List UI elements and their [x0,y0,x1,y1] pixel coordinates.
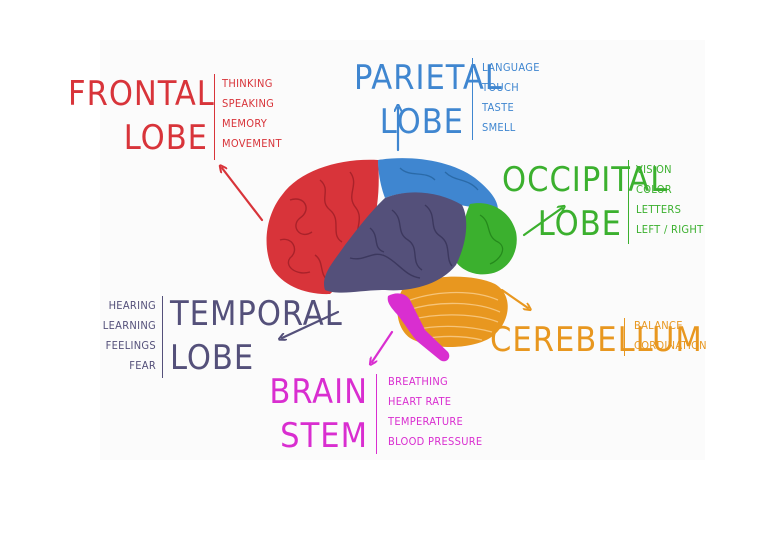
frontal-function: MOVEMENT [222,137,282,150]
cerebellum-arrow [500,288,528,308]
frontal-arrow [222,168,264,222]
cerebellum-title-line-1: CEREBELLUM [490,320,703,360]
parietal-title-line-1: PARIETAL [354,58,503,98]
cerebellum-function: BALANCE [634,319,683,332]
brain-stem-title-line-2: STEM [280,416,368,456]
brain-stem-function: BREATHING [388,375,449,388]
parietal-function: LANGUAGE [482,61,540,74]
cerebellum-functions: BALANCE CORDINATION [634,316,707,356]
frontal-function: SPEAKING [222,97,275,110]
occipital-function: VISION [636,163,672,176]
temporal-function: HEARING [108,299,156,312]
occipital-function: LEFT / RIGHT [636,223,704,236]
cerebellum-divider [624,318,625,356]
parietal-divider [472,58,473,140]
temporal-title-line-2: LOBE [170,338,255,378]
brain-stem-divider [376,374,377,454]
occipital-title-line-1: OCCIPITAL [502,160,669,200]
parietal-lobe-title: PARIETAL LOBE [354,56,503,144]
parietal-functions: LANGUAGE TOUCH TASTE SMELL [482,58,540,138]
brain-stem-region [387,293,450,362]
temporal-arrow [282,310,340,338]
brain-stem-functions: BREATHING HEART RATE TEMPERATURE BLOOD P… [388,372,482,452]
occipital-functions: VISION COLOR LETTERS LEFT / RIGHT [636,160,703,240]
occipital-title-line-2: LOBE [537,204,622,244]
parietal-title-line-2: LOBE [379,102,464,142]
temporal-function: FEAR [129,359,156,372]
temporal-functions: HEARING LEARNING FEELINGS FEAR [103,296,156,376]
brain-stem-function: HEART RATE [388,395,452,408]
parietal-function: TOUCH [482,81,519,94]
temporal-divider [162,296,163,378]
frontal-lobe-title: FRONTAL LOBE [68,72,215,160]
parietal-lobe-region [378,158,498,210]
occipital-lobe-title: OCCIPITAL LOBE [502,158,669,246]
temporal-function: LEARNING [102,319,156,332]
temporal-lobe-region [324,192,467,293]
frontal-functions: THINKING SPEAKING MEMORY MOVEMENT [222,74,282,154]
occipital-arrow [522,208,562,237]
brain-stem-arrow [372,330,394,362]
brain-stem-title-line-1: BRAIN [269,372,368,412]
occipital-function: LETTERS [636,203,682,216]
temporal-function: FEELINGS [105,339,156,352]
occipital-divider [628,160,629,244]
frontal-function: THINKING [222,77,273,90]
cerebellum-title: CEREBELLUM [490,318,703,362]
cerebellum-region [397,276,508,347]
brain-stem-function: TEMPERATURE [388,415,464,428]
frontal-title-line-1: FRONTAL [68,74,215,114]
occipital-lobe-region [456,203,517,275]
temporal-lobe-title: TEMPORAL LOBE [170,292,343,380]
occipital-function: COLOR [636,183,672,196]
frontal-title-line-2: LOBE [123,118,208,158]
cerebellum-function: CORDINATION [634,339,707,352]
brain-stem-title: BRAIN STEM [258,370,368,458]
arrows [222,108,562,362]
parietal-function: TASTE [482,101,515,114]
temporal-title-line-1: TEMPORAL [170,294,343,334]
frontal-divider [214,74,215,160]
parietal-function: SMELL [482,121,516,134]
frontal-function: MEMORY [222,117,268,130]
brain-stem-function: BLOOD PRESSURE [388,435,483,448]
